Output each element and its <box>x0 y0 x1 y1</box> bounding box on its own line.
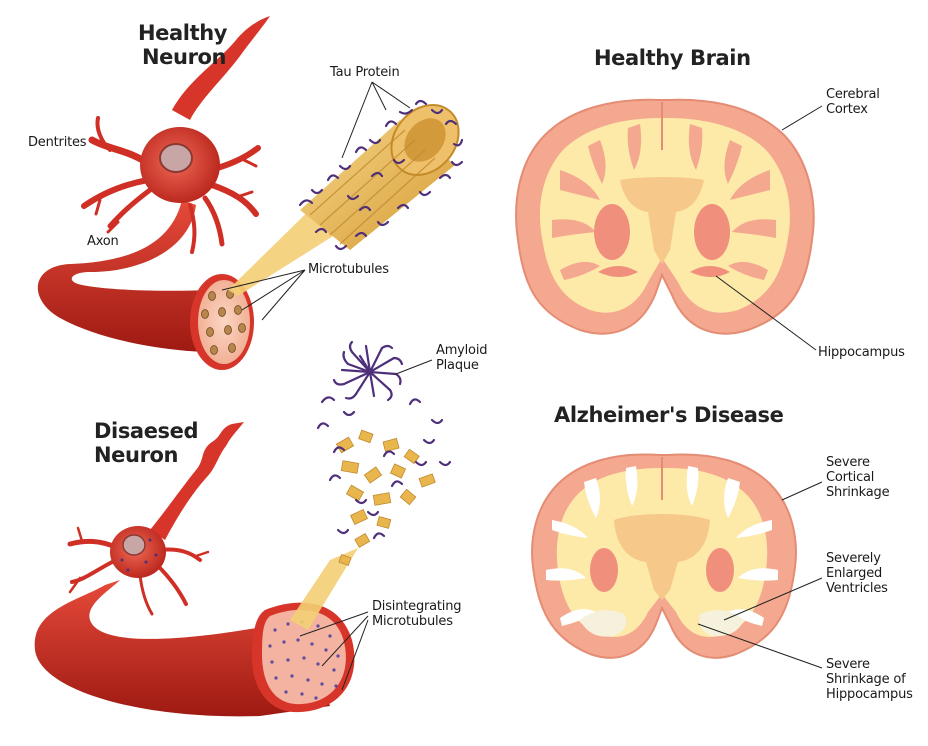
cortex-leader-line <box>782 106 822 130</box>
hippocampus-label: Hippocampus <box>818 345 905 360</box>
amyloid-plaque-label-line2: Plaque <box>436 358 479 373</box>
hippo-shrink-line1: Severe <box>826 657 870 672</box>
healthy-basal-left <box>594 204 630 260</box>
healthy-microtubule <box>300 92 472 250</box>
microtubules-label: Microtubules <box>308 262 389 277</box>
disintegrating-label-line1: Disintegrating <box>372 599 461 614</box>
diseased-neuron-title-line1: Disaesed <box>94 419 198 443</box>
diseased-nucleus <box>123 535 145 555</box>
alzheimers-brain-illustration: Alzheimer's Disease Severe Cortical Shri… <box>532 403 913 702</box>
healthy-nucleus <box>160 144 192 172</box>
alz-basal-right <box>706 548 734 592</box>
alz-basal-left <box>590 548 618 592</box>
hippo-shrink-line2: Shrinkage of <box>826 672 906 687</box>
ventricles-label-line1: Severely <box>826 551 881 566</box>
cortical-shrink-line1: Severe <box>826 455 870 470</box>
microtubule-fragments <box>318 397 450 565</box>
dendrites-label: Dentrites <box>28 135 87 150</box>
disintegrating-label-line2: Microtubules <box>372 614 453 629</box>
cortical-leader-line <box>782 482 822 500</box>
healthy-neuron-title-line1: Healthy <box>138 21 228 45</box>
alzheimers-title: Alzheimer's Disease <box>554 403 784 427</box>
healthy-basal-right <box>694 204 730 260</box>
cerebral-label-line2: Cortex <box>826 102 868 117</box>
healthy-axon <box>38 200 208 352</box>
ventricles-label-line2: Enlarged <box>826 566 882 581</box>
healthy-neuron-illustration: Healthy Neuron Dentrites Axon Tau Protei… <box>28 16 472 370</box>
amyloid-plaque-cluster <box>334 342 402 400</box>
hippo-shrink-line3: Hippocampus <box>826 687 913 702</box>
cerebral-label-line1: Cerebral <box>826 87 880 102</box>
diseased-neuron-illustration: Disaesed Neuron Amyloid Plaque Disintegr… <box>35 342 488 716</box>
cortical-shrink-line2: Cortical <box>826 470 874 485</box>
healthy-brain-illustration: Healthy Brain Cerebral Cortex Hippocampu… <box>516 46 905 360</box>
axon-label: Axon <box>87 234 119 249</box>
healthy-neuron-title-line2: Neuron <box>142 45 226 69</box>
amyloid-plaque-label-line1: Amyloid <box>436 343 487 358</box>
healthy-brain-title: Healthy Brain <box>594 46 751 70</box>
ventricles-label-line3: Ventricles <box>826 581 888 596</box>
diseased-neuron-title-line2: Neuron <box>94 443 178 467</box>
tau-protein-label: Tau Protein <box>329 65 400 80</box>
cortical-shrink-line3: Shrinkage <box>826 485 890 500</box>
